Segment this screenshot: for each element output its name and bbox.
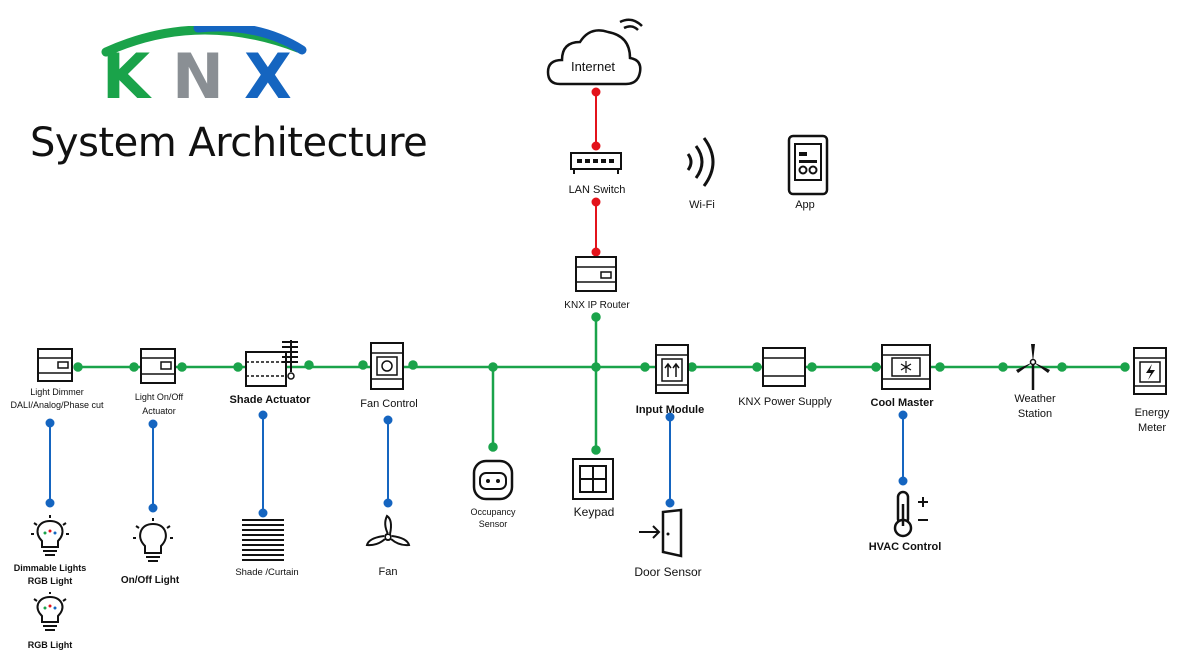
bus-dot [358,360,368,370]
dimmable-bulb-icon [31,515,69,556]
dimmer-module-icon [37,348,73,382]
bus-dot [807,362,817,372]
bus-dot [591,362,601,372]
cloud-icon [546,18,643,86]
bus-dot [640,362,650,372]
knx-letter-n: N [172,40,224,106]
device-dot [258,410,268,420]
power-supply-icon [762,347,806,387]
bus-dot [233,362,243,372]
bus-dot [591,312,601,322]
onoff-actuator-label-2: Actuator [142,406,176,416]
bus-dot [998,362,1008,372]
bus-dot [752,362,762,372]
light-dimmer-label-1: Light Dimmer [30,387,84,397]
fan-label: Fan [378,566,398,578]
wind-turbine-icon [1016,344,1050,390]
page-title: System Architecture [30,120,428,166]
wifi-label: Wi-Fi [689,199,715,211]
fan-icon [365,514,411,547]
device-dot [665,412,675,422]
light-dimmer-label-2: DALI/Analog/Phase cut [10,400,104,410]
dimmable-lights-label-2: RGB Light [27,576,73,586]
weather-station-label-1: Weather [1014,393,1056,405]
bus-dot [73,362,83,372]
onoff-actuator-icon [140,348,176,384]
internet-label: Internet [570,59,616,74]
bus-dot [304,360,314,370]
bus-dot [591,445,601,455]
energy-meter-label-2: Meter [1137,422,1167,434]
energy-meter-label-1: Energy [1134,407,1170,419]
fan-control-label: Fan Control [360,398,418,410]
occupancy-label-2: Sensor [478,519,508,529]
input-module-label: Input Module [635,404,705,416]
bus-dot [935,362,945,372]
rgb-bulb-icon [33,592,67,631]
keypad-label: Keypad [573,505,615,519]
power-supply-label: KNX Power Supply [738,396,832,408]
bus-dot [408,360,418,370]
door-sensor-icon [639,508,683,558]
link-dot [591,87,601,97]
dimmable-lights-label-1: Dimmable Lights [13,563,87,573]
device-dot [898,410,908,420]
thermometer-icon [893,490,928,538]
bus-dot [129,362,139,372]
knx-logo-mark: K N X [101,26,307,106]
app-label: App [795,199,815,211]
keypad-icon [572,458,614,500]
device-dot [148,419,158,429]
bus-dot [177,362,187,372]
lan-switch-label: LAN Switch [568,184,626,196]
curtain-icon [242,519,284,561]
hvac-control-label: HVAC Control [868,541,942,553]
onoff-bulb-icon [133,518,173,562]
smartphone-app-icon [787,134,829,196]
device-dot [898,476,908,486]
door-sensor-label: Door Sensor [634,565,702,579]
ip-router-label: KNX IP Router [564,300,630,311]
device-dot [45,418,55,428]
device-dot [383,498,393,508]
coolmaster-icon [881,344,931,390]
onoff-light-label: On/Off Light [120,575,180,586]
bus-dot [488,442,498,452]
coolmaster-label: Cool Master [870,397,934,409]
link-dot [591,141,601,151]
shade-curtain-label: Shade /Curtain [235,567,299,578]
energy-meter-icon [1133,347,1167,395]
knx-letter-k: K [102,40,152,106]
device-dot [148,503,158,513]
weather-station-label-2: Station [1017,408,1053,420]
lan-switch-icon [570,152,622,174]
occupancy-sensor-icon [472,459,514,501]
link-dot [591,247,601,257]
device-dot [45,498,55,508]
shade-actuator-label: Shade Actuator [229,394,311,406]
device-dot [258,508,268,518]
device-dot [665,498,675,508]
knx-letter-x: X [244,40,292,106]
input-module-icon [655,344,689,394]
fan-control-icon [370,342,404,390]
bus-dot [488,362,498,372]
bus-dot [871,362,881,372]
device-dot [383,415,393,425]
rgb-light-label: RGB Light [27,640,73,650]
onoff-actuator-label-1: Light On/Off [134,392,184,402]
occupancy-label-1: Occupancy [470,507,516,517]
ip-router-icon [575,256,617,292]
link-dot [591,197,601,207]
shade-actuator-icon [245,340,298,387]
wifi-icon [686,137,715,187]
